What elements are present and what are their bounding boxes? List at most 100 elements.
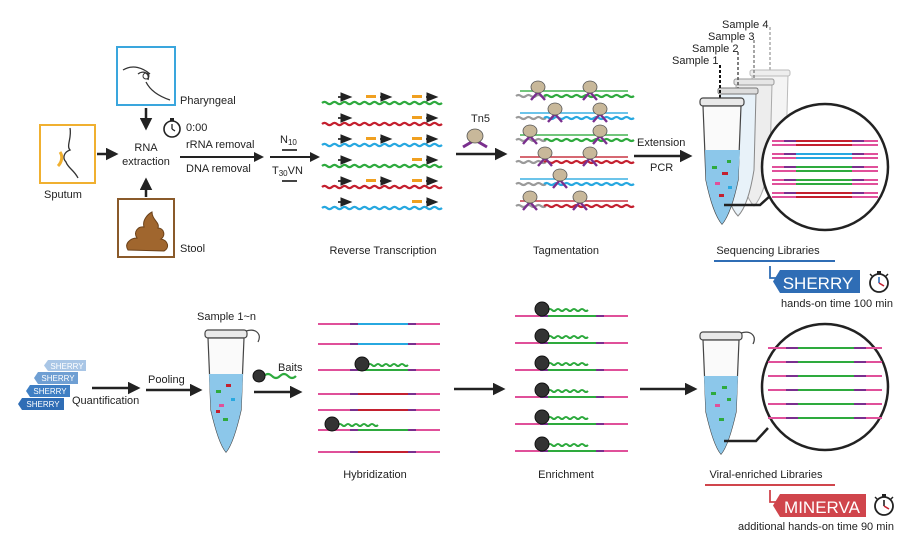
tn5-enzyme: [582, 80, 598, 94]
tn5-enzyme: [537, 146, 553, 160]
minerva-stopwatch-icon: [874, 494, 894, 516]
sherry-badge: SHERRY: [769, 266, 860, 293]
cdna-strand: [515, 137, 547, 143]
stopwatch-icon: [163, 118, 181, 138]
pharyngeal-label: Pharyngeal: [180, 95, 236, 107]
bait-probe-icon: [252, 369, 297, 383]
viral-enriched-label: Viral-enriched Libraries: [710, 469, 823, 481]
cdna-strand: [543, 137, 635, 143]
cdna-strand: [543, 203, 635, 209]
pcr-label: PCR: [650, 162, 673, 174]
bait-bead: [534, 409, 550, 425]
tn5-enzyme: [572, 190, 588, 204]
sample-3-label: Sample 3: [708, 31, 754, 43]
bait-strand: [547, 389, 589, 393]
dna-removal-label: DNA removal: [186, 163, 251, 175]
bait-bead: [324, 416, 340, 432]
zoom-pointer: [724, 195, 771, 207]
baits-label: Baits: [278, 362, 303, 374]
sample-4-label: Sample 4: [722, 19, 768, 31]
hybridization-label: Hybridization: [343, 469, 407, 481]
primer-random: [412, 95, 422, 98]
rna-strand: [321, 142, 443, 148]
primer-random: [412, 200, 422, 203]
viral-zoom-circle: [760, 322, 890, 452]
primer-random: [366, 95, 376, 98]
reverse-transcription-label: Reverse Transcription: [330, 245, 437, 257]
sherry-stack-2: SHERRY: [41, 374, 75, 383]
primer-random: [412, 179, 422, 182]
bait-strand: [337, 423, 379, 427]
primer-random: [412, 158, 422, 161]
tn5-enzyme-icon: [462, 128, 488, 149]
bait-strand: [367, 363, 409, 367]
tn5-enzyme: [582, 146, 598, 160]
bait-strand: [547, 308, 589, 312]
rna-strand: [321, 205, 443, 211]
rna-extraction-label-1: RNA: [134, 142, 158, 154]
bait-bead: [534, 301, 550, 317]
cdna-strand: [543, 181, 635, 187]
tn5-enzyme: [522, 124, 538, 138]
viral-library-strands: [768, 347, 882, 419]
sample-1n-label: Sample 1~n: [197, 311, 256, 323]
stool-icon: [126, 211, 169, 252]
primer-random: [412, 116, 422, 119]
pooling-label: Pooling: [148, 374, 185, 386]
rna-strand: [321, 184, 443, 190]
quantification-label: Quantification: [72, 395, 139, 407]
sherry-stack: SHERRY SHERRY SHERRY SHERRY: [18, 360, 86, 410]
cdna-strand: [515, 115, 547, 121]
pharyngeal-frame: [116, 46, 176, 106]
bait-bead: [534, 382, 550, 398]
stool-label: Stool: [180, 243, 205, 255]
minerva-badge: MINERVA: [769, 490, 866, 517]
viral-zoom-pointer: [724, 427, 769, 443]
sputum-label: Sputum: [44, 189, 82, 201]
tagmentation-label: Tagmentation: [533, 245, 599, 257]
timer-value: 0:00: [186, 122, 207, 134]
sample-1-label: Sample 1: [672, 55, 718, 67]
tag-strands: [515, 80, 635, 211]
stool-sample: Stool: [117, 198, 205, 258]
sherry-stack-1: SHERRY: [50, 362, 84, 371]
primer-n10: N10: [280, 134, 297, 147]
bait-bead: [534, 328, 550, 344]
enrichment-label: Enrichment: [538, 469, 594, 481]
cdna-strand: [543, 93, 635, 99]
minerva-hands-on-time: additional hands-on time 90 min: [738, 521, 894, 533]
tn5-enzyme: [547, 102, 563, 116]
library-strands: [772, 140, 878, 198]
sequencing-libraries-label: Sequencing Libraries: [716, 245, 820, 257]
bait-strand: [547, 416, 589, 420]
bait-strand: [547, 443, 589, 447]
viral-library-tube: [699, 331, 755, 455]
primer-random: [412, 137, 422, 140]
cdna-strand: [515, 181, 547, 187]
extension-label: Extension: [637, 137, 685, 149]
rrna-removal-label: rRNA removal: [186, 139, 254, 151]
sherry-stack-4: SHERRY: [26, 400, 60, 409]
sherry-stopwatch-icon: [869, 271, 889, 293]
bait-strand: [547, 362, 589, 366]
tn5-enzyme: [592, 102, 608, 116]
bait-bead: [534, 355, 550, 371]
rna-extraction-label-2: extraction: [122, 156, 170, 168]
minerva-badge-label: MINERVA: [784, 498, 861, 517]
sherry-stack-3: SHERRY: [33, 387, 67, 396]
bait-bead: [534, 436, 550, 452]
cdna-strand: [543, 159, 635, 165]
tn5-enzyme: [522, 190, 538, 204]
primer-random: [366, 179, 376, 182]
sherry-badge-label: SHERRY: [783, 274, 854, 293]
bait-strand: [547, 335, 589, 339]
sample-2-label: Sample 2: [692, 43, 738, 55]
pharyngeal-sample: Pharyngeal: [116, 46, 236, 107]
primer-random: [366, 137, 376, 140]
pooled-tube: [204, 329, 260, 453]
tn5-enzyme: [592, 124, 608, 138]
mouth-profile-icon: [63, 127, 79, 179]
tn5-label: Tn5: [471, 113, 490, 125]
enrichment-strands: [515, 301, 628, 452]
